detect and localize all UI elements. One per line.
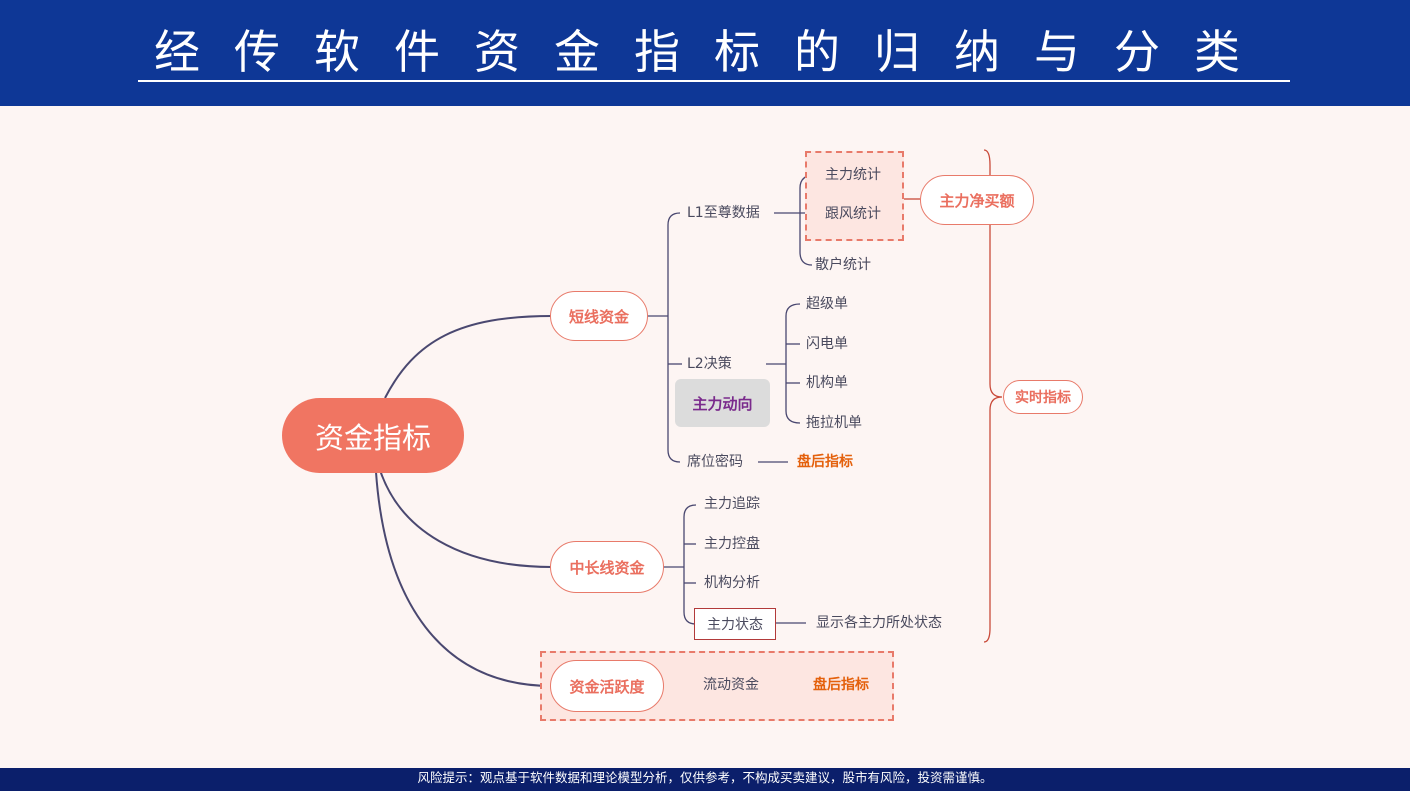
- item-main-stats[interactable]: 主力统计: [825, 167, 881, 183]
- node-short-term[interactable]: 短线资金: [550, 291, 648, 341]
- node-seat-code[interactable]: 席位密码: [687, 454, 743, 470]
- item-follow-stats[interactable]: 跟风统计: [825, 206, 881, 222]
- node-mid-long[interactable]: 中长线资金: [550, 541, 664, 593]
- bracket-mid: [683, 504, 697, 625]
- bracket-l2: [785, 303, 801, 424]
- item-super-order[interactable]: 超级单: [806, 296, 848, 312]
- item-retail-stats[interactable]: 散户统计: [815, 257, 871, 273]
- header-banner: 经传软件资金指标的归纳与分类: [0, 0, 1410, 106]
- item-flash-order[interactable]: 闪电单: [806, 336, 848, 352]
- item-institution-order[interactable]: 机构单: [806, 375, 848, 391]
- item-tractor-order[interactable]: 拖拉机单: [806, 415, 862, 431]
- item-main-control[interactable]: 主力控盘: [704, 536, 760, 552]
- root-node[interactable]: 资金指标: [282, 398, 464, 473]
- activity-after-hours: 盘后指标: [813, 677, 869, 693]
- connector-root-activity: [375, 471, 553, 687]
- item-main-status[interactable]: 主力状态: [694, 608, 776, 640]
- footer-bar: 风险提示：观点基于软件数据和理论模型分析，仅供参考，不构成买卖建议，股市有风险，…: [0, 768, 1410, 791]
- l1-highlight-box: [805, 151, 904, 241]
- seat-after-hours: 盘后指标: [797, 454, 853, 470]
- item-flow-funds[interactable]: 流动资金: [703, 677, 759, 693]
- node-net-buy[interactable]: 主力净买额: [920, 175, 1034, 225]
- tag-main-direction[interactable]: 主力动向: [675, 379, 770, 427]
- node-l1[interactable]: L1至尊数据: [687, 205, 760, 221]
- item-main-tracking[interactable]: 主力追踪: [704, 496, 760, 512]
- page-title: 经传软件资金指标的归纳与分类: [138, 24, 1290, 82]
- risk-disclaimer: 风险提示：观点基于软件数据和理论模型分析，仅供参考，不构成买卖建议，股市有风险，…: [417, 770, 993, 785]
- mindmap-connectors: [375, 149, 1003, 687]
- node-l2[interactable]: L2决策: [687, 356, 732, 372]
- node-realtime[interactable]: 实时指标: [1003, 380, 1083, 414]
- node-activity[interactable]: 资金活跃度: [550, 660, 664, 712]
- status-description: 显示各主力所处状态: [816, 615, 942, 631]
- bracket-short: [667, 212, 681, 463]
- connector-root-mid: [379, 469, 553, 568]
- bracket-realtime: [983, 149, 1003, 643]
- item-institution-analysis[interactable]: 机构分析: [704, 575, 760, 591]
- connector-root-short: [384, 315, 553, 399]
